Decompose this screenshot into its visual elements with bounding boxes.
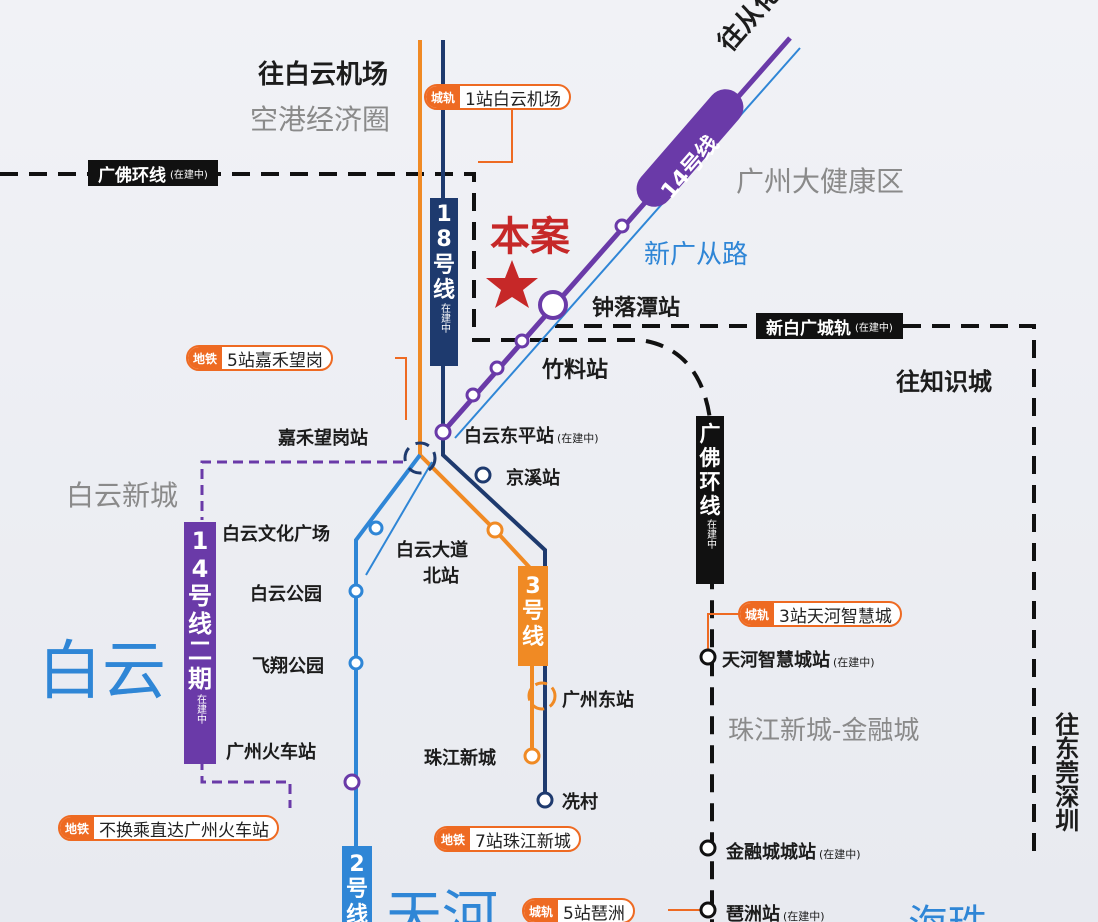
station-guangzhou-huochezhan: 广州火车站 (226, 742, 316, 763)
station-jinrongcheng: 金融城城站(在建中) (726, 842, 861, 863)
ring-stations (699, 648, 717, 919)
road-label: 新广从路 (644, 240, 749, 270)
line3-badge: 3 号 线 (518, 566, 548, 666)
line2-parallel (365, 461, 433, 576)
line14-phase2-dashed (200, 460, 403, 808)
project-star (486, 260, 538, 308)
zhujiang-station-mark (523, 747, 541, 765)
tianhe-tag-connector (707, 613, 742, 650)
airport-tag-connector (478, 110, 513, 163)
area-baiyun: 白云 (38, 635, 166, 709)
station-baiyundongping: 白云东平站(在建中) (464, 426, 599, 447)
guangfo-ring-badge: 广佛环线(在建中) (88, 160, 218, 186)
station-jingxi: 京溪站 (506, 468, 560, 489)
station-zhongluotan: 钟落潭站 (592, 296, 681, 321)
station-feixianggongyuan: 飞翔公园 (252, 656, 324, 677)
zhongluotan-station-mark (538, 290, 568, 320)
tag-huochezhan: 地铁不换乘直达广州火车站 (58, 815, 280, 841)
station-xiancun: 冼村 (562, 792, 598, 813)
station-baiyunwenhua: 白云文化广场 (222, 524, 330, 545)
area-haizhu: 海珠 (908, 892, 988, 922)
area-tianhe: 天河 (386, 885, 498, 922)
jiahe-tag-connector (395, 357, 407, 420)
station-baiyundadaobei: 白云大道 北站 (396, 540, 468, 587)
area-baiyun-newtown: 白云新城 (66, 479, 179, 512)
direction-airport: 往白云机场 (258, 60, 389, 90)
station-guangzhoudong: 广州东站 (562, 690, 634, 711)
xinbaiguang-badge: 新白广城轨(在建中) (756, 313, 903, 339)
line18-badge: 1 8 号 线 在建中 (430, 198, 458, 366)
line2-route (354, 453, 422, 922)
station-pazhou: 琶洲站(在建中) (726, 904, 825, 922)
line14-pill (636, 89, 744, 207)
line2-badge: 2 号 线 (342, 846, 372, 922)
station-zhuliao: 竹料站 (542, 358, 609, 383)
direction-zhishicheng: 往知识城 (896, 368, 992, 396)
baiyundadao-station-mark (486, 521, 504, 539)
area-health-zone: 广州大健康区 (736, 165, 905, 198)
line2-stations (348, 520, 384, 671)
station-zhujiangxincheng: 珠江新城 (424, 748, 496, 769)
direction-dongguan-shenzhen: 往东莞深圳 (1050, 712, 1079, 832)
station-tianhe-zhihuicheng: 天河智慧城站(在建中) (722, 650, 875, 671)
guangfo-ring-badge-vertical: 广 佛 环 线 在建中 (696, 416, 724, 584)
line18-route (441, 40, 547, 800)
huochezhan-station-mark (343, 773, 361, 791)
area-zhujiang-finance: 珠江新城-金融城 (728, 716, 920, 746)
line14-stations (434, 218, 630, 441)
station-baiyungongyuan: 白云公园 (250, 584, 322, 605)
project-label: 本案 (490, 214, 570, 260)
jingxi-station-mark (474, 466, 492, 484)
area-airport-zone: 空港经济圈 (250, 103, 391, 136)
line14-parallel (454, 47, 801, 439)
xinbaiguang-line (555, 324, 1036, 860)
xiancun-station-mark (536, 791, 554, 809)
station-jiahewanggang: 嘉禾望岗站 (278, 428, 368, 449)
line14-phase2-badge: 1 4 号 线 二 期 在建中 (184, 522, 216, 764)
